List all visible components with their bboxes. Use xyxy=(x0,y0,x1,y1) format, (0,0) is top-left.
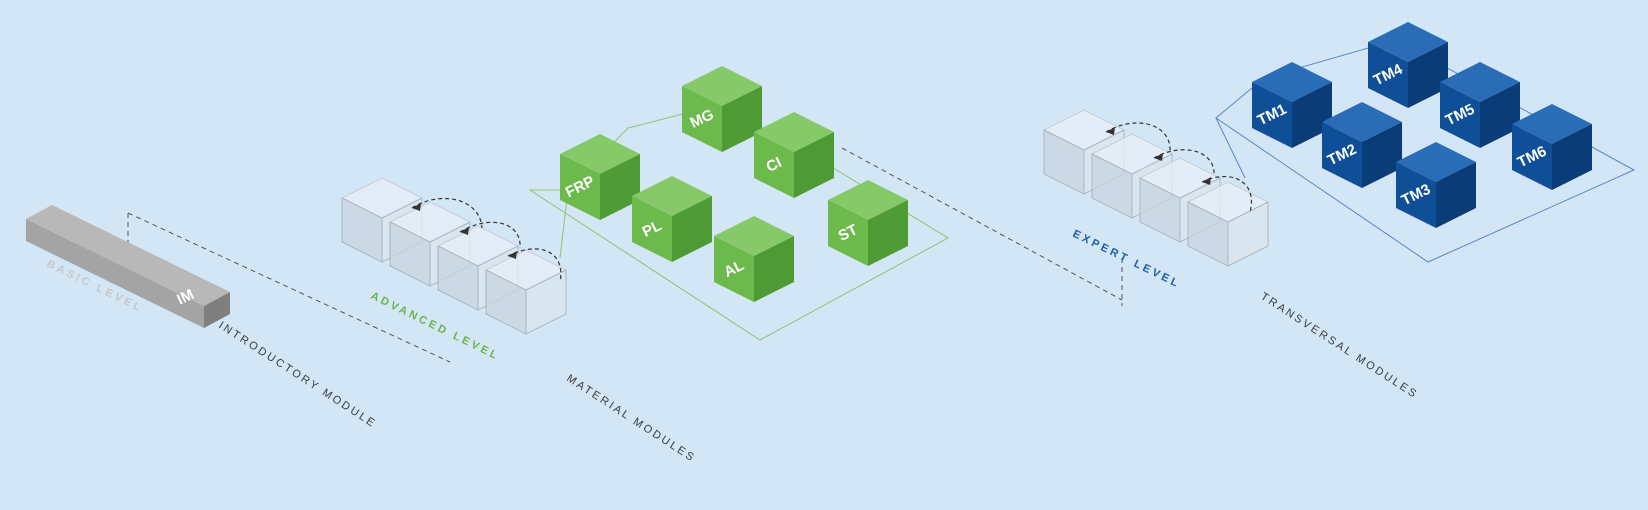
module-cube-pl-label: PL xyxy=(640,217,665,241)
module-cube-ci-label: CI xyxy=(764,154,785,176)
expert-ghost-cubes xyxy=(1042,109,1270,267)
advanced-progress-arrows xyxy=(411,197,562,283)
advanced-ghost-cube-3 xyxy=(436,225,520,311)
module-cube-tm4: TM4 xyxy=(1368,22,1448,108)
arrowhead-5 xyxy=(1154,153,1163,161)
arrowhead-4 xyxy=(1106,127,1115,135)
module-cube-mg: MG xyxy=(682,66,762,152)
module-cube-st-label: ST xyxy=(836,221,861,245)
advanced-ghost-cubes xyxy=(340,177,568,335)
arrowhead-1 xyxy=(412,203,421,211)
advanced-arrowheads xyxy=(412,203,517,259)
material-module-cubes: FRP MG PL CI AL ST xyxy=(560,66,908,302)
module-cube-pl: PL xyxy=(632,176,712,262)
arrowhead-6 xyxy=(1202,177,1211,185)
arrowhead-2 xyxy=(460,227,469,235)
im-module-label: IM xyxy=(174,286,196,309)
arc-arrow-6 xyxy=(1201,176,1253,213)
expert-arrowheads xyxy=(1106,127,1211,185)
transversal-plane-connector xyxy=(1215,117,1246,179)
module-cube-tm5: TM5 xyxy=(1440,62,1520,148)
expert-ghost-cube-4 xyxy=(1186,181,1270,267)
module-cube-al: AL xyxy=(714,216,794,302)
module-cube-tm3: TM3 xyxy=(1396,142,1476,228)
expert-connector-diagonal xyxy=(841,147,1123,301)
module-cube-frp: FRP xyxy=(560,134,640,220)
transversal-modules-label: TRANSVERSAL MODULES xyxy=(1258,290,1420,401)
module-cube-tm2: TM2 xyxy=(1322,102,1402,188)
introductory-module-label: INTRODUCTORY MODULE xyxy=(216,319,378,430)
module-cube-tm1: TM1 xyxy=(1252,62,1332,148)
arc-arrow-1 xyxy=(411,197,483,229)
im-slab xyxy=(26,205,230,328)
module-cube-ci: CI xyxy=(754,112,834,198)
material-modules-label: MATERIAL MODULES xyxy=(564,372,697,464)
module-cube-tm6: TM6 xyxy=(1512,104,1592,190)
arc-arrow-2 xyxy=(459,221,521,249)
arc-arrow-3 xyxy=(507,248,562,283)
module-cube-st: ST xyxy=(828,180,908,266)
arrowhead-3 xyxy=(508,251,517,259)
arc-arrow-4 xyxy=(1105,122,1171,153)
